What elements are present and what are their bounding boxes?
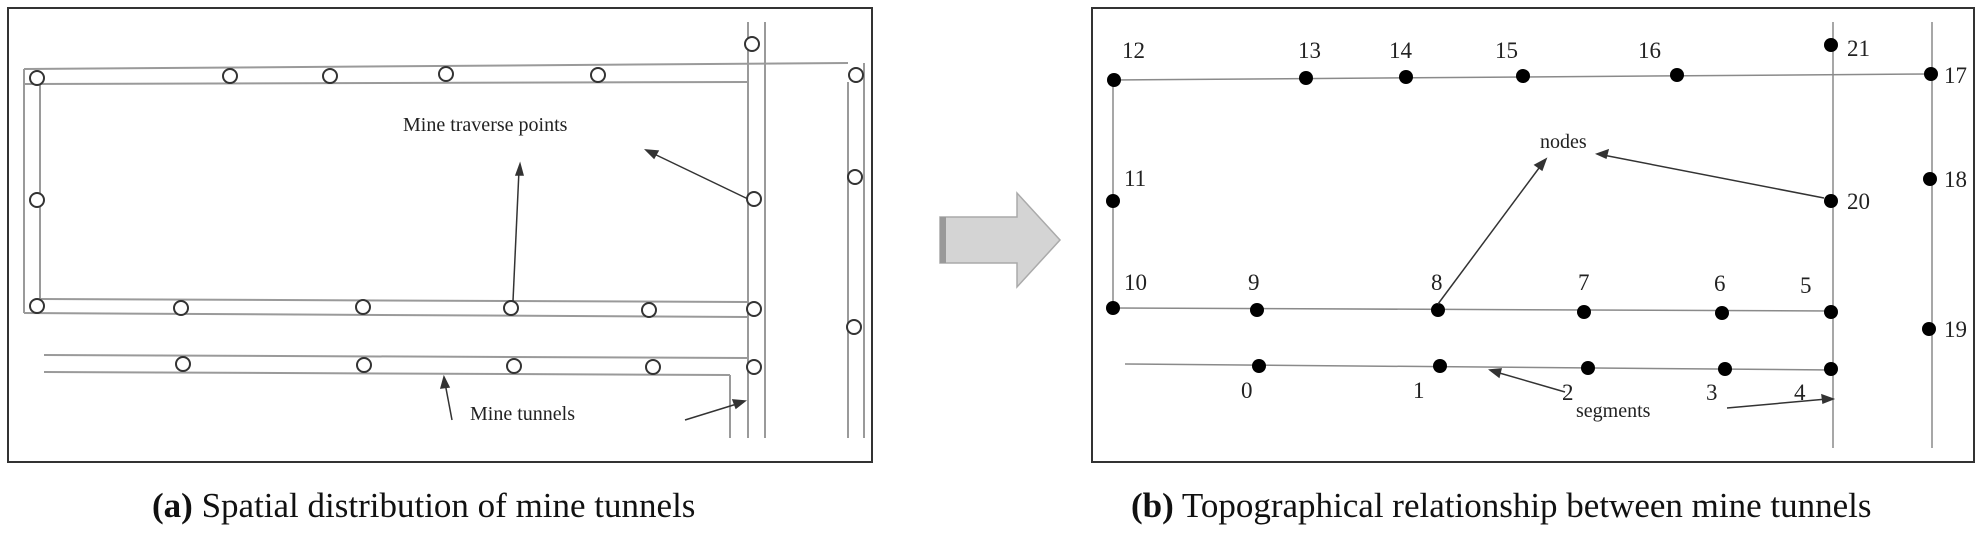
node-label-1: 1 [1413, 378, 1425, 403]
traverse-point [29, 192, 45, 208]
traverse-point [29, 298, 45, 314]
node-label-9: 9 [1248, 270, 1260, 295]
caption-a-text: Spatial distribution of mine tunnels [201, 486, 696, 525]
traverse-point [645, 359, 661, 375]
node-16 [1670, 68, 1684, 82]
node-6 [1715, 306, 1729, 320]
node-label-18: 18 [1944, 167, 1967, 192]
node-7 [1577, 305, 1591, 319]
node-label-20: 20 [1847, 189, 1870, 214]
node-labels: 0 1 2 3 4 5 6 7 8 9 10 11 12 13 14 15 16… [1122, 36, 1967, 405]
mine-tunnels-label: Mine tunnels [470, 403, 575, 425]
node-5 [1824, 305, 1838, 319]
traverse-point [222, 68, 238, 84]
node-label-21: 21 [1847, 36, 1870, 61]
traverse-point [173, 300, 189, 316]
node-label-7: 7 [1578, 270, 1590, 295]
node-label-16: 16 [1638, 38, 1661, 63]
node-label-17: 17 [1944, 63, 1967, 88]
node-label-8: 8 [1431, 270, 1443, 295]
traverse-point [29, 70, 45, 86]
node-label-14: 14 [1389, 38, 1413, 63]
node-2 [1581, 361, 1595, 375]
node-21 [1824, 38, 1838, 52]
node-4 [1824, 362, 1838, 376]
node-label-3: 3 [1706, 380, 1718, 405]
panel-b-frame [1091, 7, 1975, 463]
traverse-point [746, 359, 762, 375]
topology-edges [1112, 22, 1933, 448]
node-label-2: 2 [1562, 380, 1574, 405]
traverse-point [590, 67, 606, 83]
node-11 [1106, 194, 1120, 208]
annotation-arrows-b [1437, 148, 1836, 409]
node-label-19: 19 [1944, 317, 1967, 342]
node-19 [1922, 322, 1936, 336]
traverse-point [356, 357, 372, 373]
node-label-5: 5 [1800, 273, 1812, 298]
node-17 [1924, 67, 1938, 81]
caption-a: (a) Spatial distribution of mine tunnels [152, 486, 695, 526]
tunnel-walls [23, 22, 865, 438]
node-18 [1923, 172, 1937, 186]
traverse-point [438, 66, 454, 82]
annotation-arrows-a [439, 149, 749, 421]
panel-a: Mine traverse points Mine tunnels [7, 7, 873, 463]
traverse-point [848, 67, 864, 83]
segments-label: segments [1576, 400, 1651, 422]
traverse-point [846, 319, 862, 335]
node-15 [1516, 69, 1530, 83]
panel-b: 0 1 2 3 4 5 6 7 8 9 10 11 12 13 14 15 16… [1091, 7, 1975, 463]
traverse-point [847, 169, 863, 185]
traverse-point [506, 358, 522, 374]
traverse-point [746, 191, 762, 207]
node-8 [1431, 303, 1445, 317]
node-9 [1250, 303, 1264, 317]
nodes-label: nodes [1540, 131, 1587, 153]
node-label-11: 11 [1124, 166, 1146, 191]
caption-a-tag: (a) [152, 486, 193, 525]
node-label-6: 6 [1714, 271, 1726, 296]
node-12 [1107, 73, 1121, 87]
transform-arrow [939, 191, 1062, 289]
node-10 [1106, 301, 1120, 315]
node-20 [1824, 194, 1838, 208]
node-3 [1718, 362, 1732, 376]
mine-traverse-points-label: Mine traverse points [403, 114, 568, 136]
caption-b-tag: (b) [1131, 486, 1174, 525]
traverse-point [175, 356, 191, 372]
traverse-point [641, 302, 657, 318]
traverse-point [322, 68, 338, 84]
traverse-point [355, 299, 371, 315]
node-label-10: 10 [1124, 270, 1147, 295]
node-label-12: 12 [1122, 38, 1145, 63]
traverse-points [29, 36, 864, 375]
caption-b: (b) Topographical relationship between m… [1131, 486, 1871, 526]
node-13 [1299, 71, 1313, 85]
topology-nodes [1106, 38, 1938, 376]
node-label-15: 15 [1495, 38, 1518, 63]
node-label-4: 4 [1794, 380, 1806, 405]
node-14 [1399, 70, 1413, 84]
caption-b-text: Topographical relationship between mine … [1181, 486, 1872, 525]
node-0 [1252, 359, 1266, 373]
traverse-point [744, 36, 760, 52]
traverse-point [503, 300, 519, 316]
panel-a-frame [7, 7, 873, 463]
node-label-0: 0 [1241, 378, 1253, 403]
node-label-13: 13 [1298, 38, 1321, 63]
node-1 [1433, 359, 1447, 373]
traverse-point [746, 301, 762, 317]
